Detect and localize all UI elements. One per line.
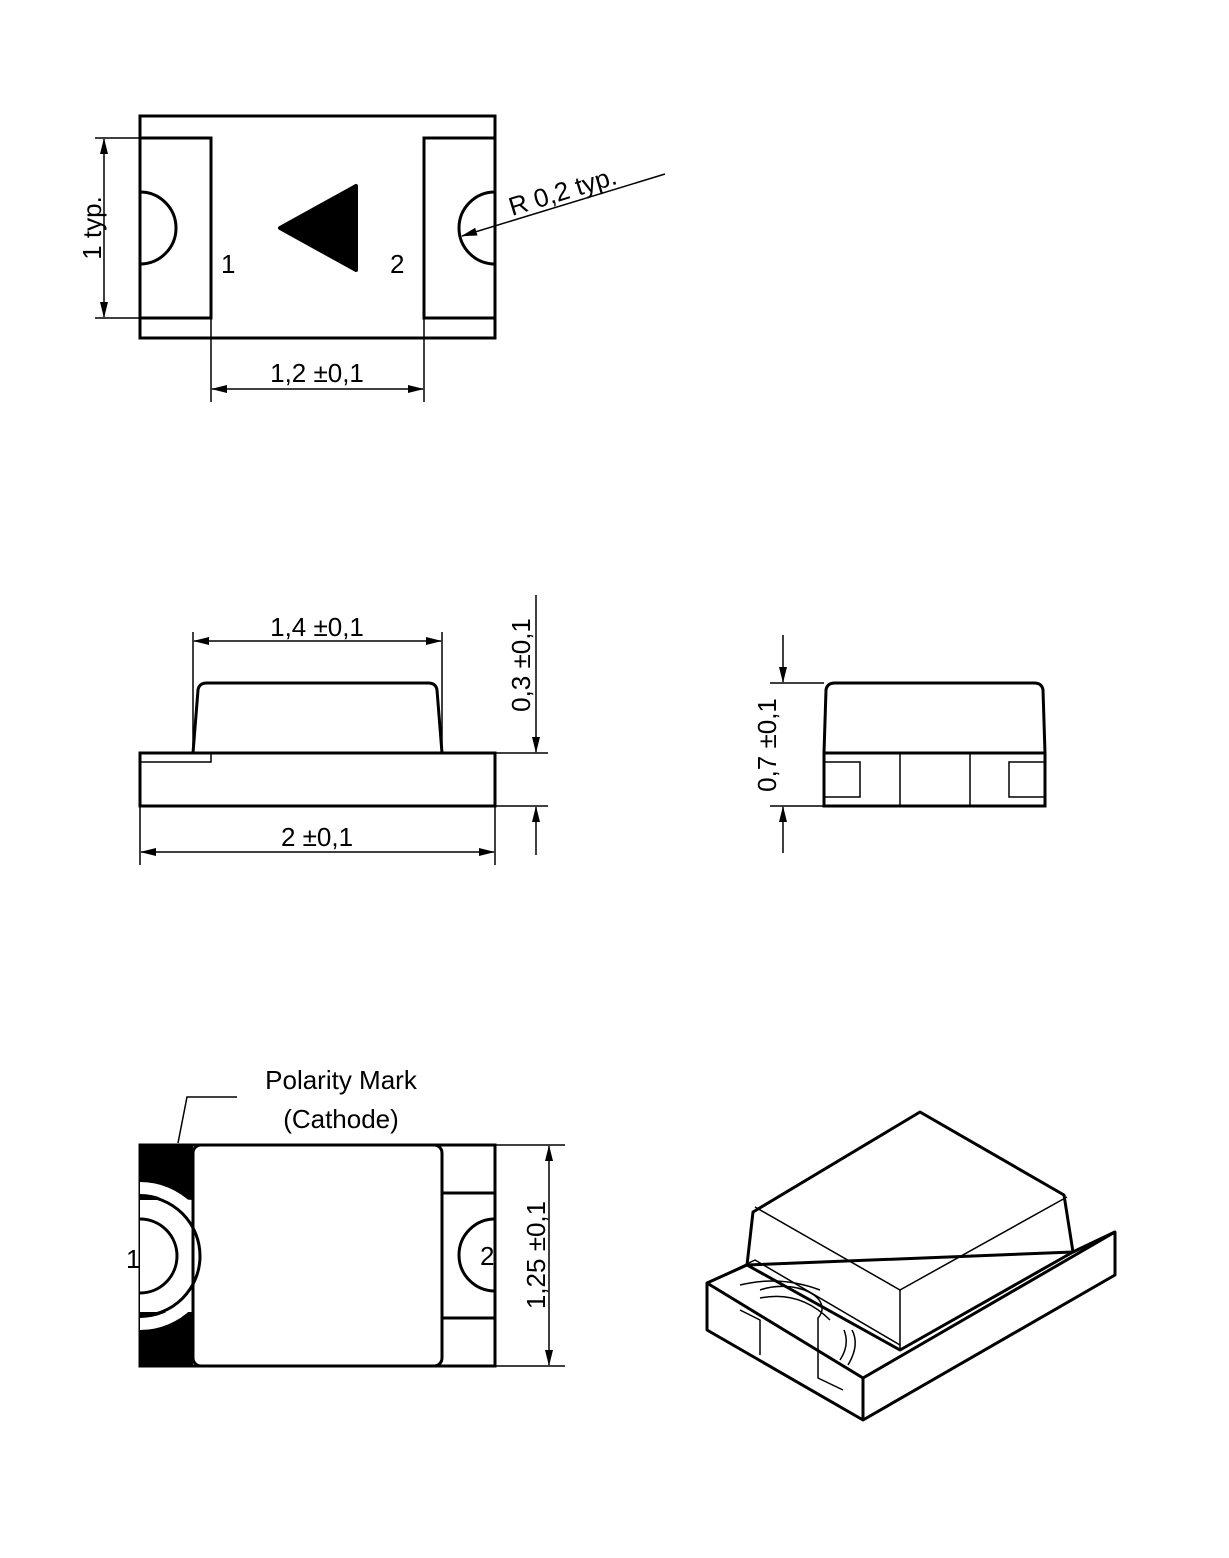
lens-dome [191,681,444,754]
dim-width-label: 1,25 ±0,1 [521,1201,551,1309]
lens-outline [191,1143,444,1368]
top-view: 1 2 1 typ. 1,2 ±0,1 R 0,2 typ. [77,114,666,402]
dim-total-height-label: 0,7 ±0,1 [752,698,782,792]
dim-dome-width-label: 1,4 ±0,1 [270,612,364,642]
bottom-view: 1 2 Polarity Mark (Cathode) 1,25 ±0,1 [126,1065,565,1368]
package-outline [138,114,497,340]
pin-2-label: 2 [480,1241,494,1271]
pad-2 [422,136,497,320]
side-view: 1,4 ±0,1 2 ±0,1 0,3 ±0,1 [138,595,548,865]
pad-1 [138,136,213,320]
lens-dome [822,681,1047,754]
base [822,751,1047,808]
pin-1-label: 1 [126,1244,140,1274]
polarity-label-line1: Polarity Mark [265,1065,418,1095]
dim-length-label: 2 ±0,1 [281,822,353,852]
dim-dome-height-label: 0,3 ±0,1 [506,618,536,712]
end-view: 0,7 ±0,1 [752,635,1047,853]
isometric-view [705,1110,1117,1422]
polarity-triangle-icon [278,184,358,272]
polarity-label-line2: (Cathode) [283,1104,399,1134]
dim-height-label: 1 typ. [77,196,107,260]
base [138,751,497,808]
dim-radius-label: R 0,2 typ. [505,161,620,222]
pin-2-label: 2 [390,249,404,279]
pin-1-label: 1 [221,249,235,279]
dim-pad-gap-label: 1,2 ±0,1 [270,358,364,388]
